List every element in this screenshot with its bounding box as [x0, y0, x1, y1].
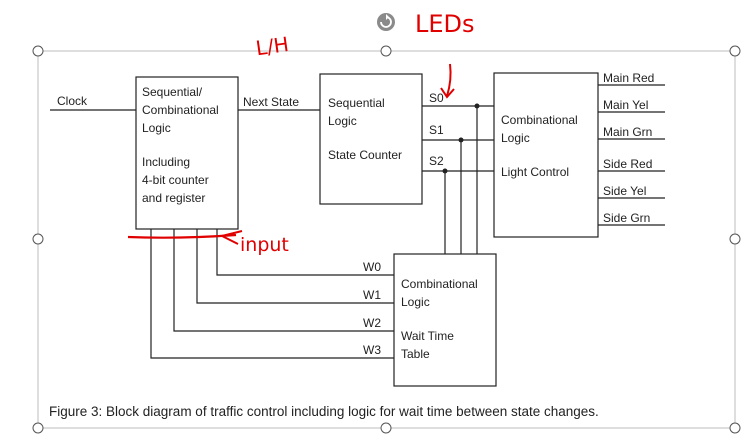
handle-bottom-center[interactable]	[380, 422, 392, 434]
annotation-underline	[127, 233, 237, 239]
light-control-line-2: Logic	[501, 131, 530, 145]
handle-top-center[interactable]	[380, 45, 392, 57]
seq-comb-line-4: Including	[142, 155, 190, 169]
next-state-label: Next State	[243, 95, 299, 109]
annotation-lh-text: L/H	[254, 32, 290, 60]
output-main-red: Main Red	[603, 71, 654, 85]
handle-bottom-left[interactable]	[32, 422, 44, 434]
handle-left-middle[interactable]	[32, 233, 44, 245]
light-control-block	[493, 72, 599, 238]
seq-comb-line-6: and register	[142, 191, 205, 205]
seq-comb-line-5: 4-bit counter	[142, 173, 209, 187]
wait-table-line-1: Combinational	[401, 277, 478, 291]
wait-table-line-2: Logic	[401, 295, 430, 309]
state-counter-block	[319, 73, 423, 205]
state-label-s2: S2	[429, 154, 444, 168]
clock-label: Clock	[57, 94, 88, 108]
seq-comb-block	[135, 76, 239, 230]
handle-top-right[interactable]	[729, 45, 741, 57]
state-label-s0: S0	[429, 91, 444, 105]
handle-bottom-right[interactable]	[729, 422, 741, 434]
seq-comb-line-1: Sequential/	[142, 85, 203, 99]
figure-caption: Figure 3: Block diagram of traffic contr…	[49, 404, 599, 419]
wait-table-line-3: Wait Time	[401, 329, 454, 343]
wires	[50, 84, 665, 359]
wait-label-w0: W0	[363, 260, 381, 274]
resize-handles[interactable]	[32, 45, 741, 434]
seq-comb-line-2: Combinational	[142, 103, 219, 117]
output-main-grn: Main Grn	[603, 125, 652, 139]
light-control-line-1: Combinational	[501, 113, 578, 127]
annotation-arrow-icon	[440, 63, 455, 99]
rotate-icon	[380, 16, 392, 28]
output-side-grn: Side Grn	[603, 211, 650, 225]
state-counter-line-3: State Counter	[328, 148, 402, 162]
annotation-input-text: input	[240, 234, 289, 256]
state-label-s1: S1	[429, 123, 444, 137]
handle-right-middle[interactable]	[729, 233, 741, 245]
output-side-red: Side Red	[603, 157, 652, 171]
light-control-line-3: Light Control	[501, 165, 569, 179]
output-main-yel: Main Yel	[603, 98, 648, 112]
seq-comb-line-3: Logic	[142, 121, 171, 135]
rotate-handle[interactable]	[377, 13, 395, 31]
annotation-leds-text: LEDs	[415, 10, 475, 38]
junction-dots	[442, 103, 480, 174]
wait-label-w3: W3	[363, 343, 381, 357]
wait-label-w1: W1	[363, 288, 381, 302]
annotation-input-arrow-icon	[219, 230, 243, 245]
output-side-yel: Side Yel	[603, 184, 646, 198]
wait-table-block	[393, 253, 497, 387]
handle-top-left[interactable]	[32, 45, 44, 57]
state-counter-line-1: Sequential	[328, 96, 385, 110]
wait-table-line-4: Table	[401, 347, 430, 361]
annotation-lh: L/H	[254, 32, 290, 60]
state-counter-line-2: Logic	[328, 114, 357, 128]
wait-label-w2: W2	[363, 316, 381, 330]
